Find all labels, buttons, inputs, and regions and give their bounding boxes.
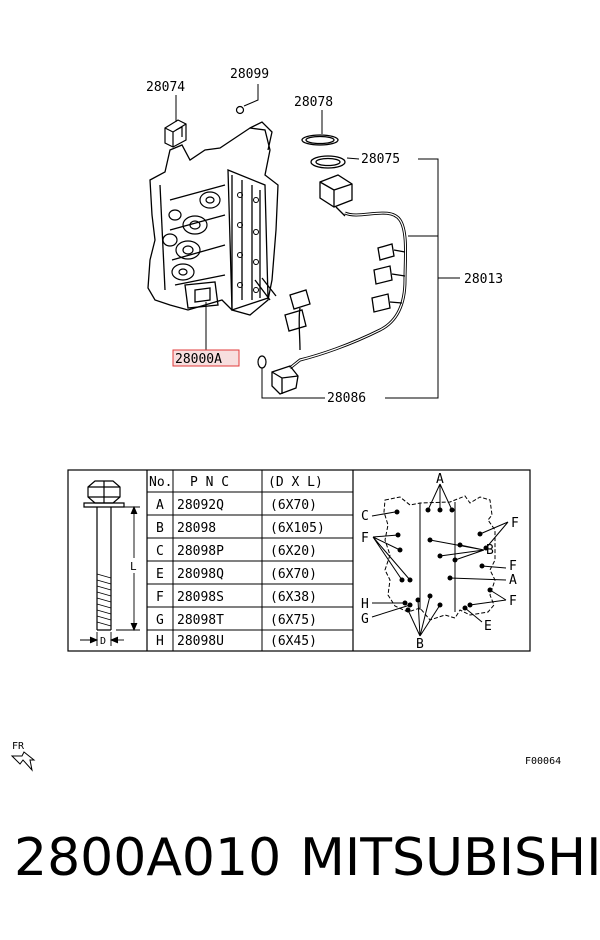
map-label-h: H	[361, 597, 369, 612]
table-header-no: No.	[149, 475, 172, 490]
o-ring-28075-illustration	[310, 155, 346, 169]
map-label-c: C	[361, 509, 369, 524]
callout-28000A: 28000A	[175, 352, 222, 367]
map-label-f-right-2: F	[509, 559, 517, 574]
fr-arrow-icon	[10, 751, 36, 772]
map-label-b-right: B	[486, 543, 494, 558]
table-cell-dxl: (6X105)	[270, 521, 325, 536]
wiring-harness-28013-illustration	[271, 174, 408, 395]
map-label-g: G	[361, 612, 369, 627]
table-cell-no: H	[156, 634, 164, 649]
table-cell-no: A	[156, 498, 164, 513]
table-cell-pnc: 28098	[177, 521, 216, 536]
bolt-dimension-drawing	[80, 480, 140, 646]
table-cell-no: G	[156, 613, 164, 628]
callout-28074: 28074	[146, 80, 185, 95]
table-cell-dxl: (6X45)	[270, 634, 317, 649]
table-cell-no: F	[156, 590, 164, 605]
bolt-location-dots	[394, 507, 493, 613]
map-label-f-right-3: F	[509, 594, 517, 609]
callout-28000A-highlight	[172, 349, 240, 367]
footer-brand: MITSUBISHI	[300, 828, 600, 888]
map-label-b-bottom: B	[416, 637, 424, 652]
dimension-length-label: L	[130, 560, 137, 573]
table-cell-dxl: (6X38)	[270, 590, 317, 605]
table-cell-pnc: 28098U	[177, 634, 224, 649]
callout-28099: 28099	[230, 67, 269, 82]
callout-28075: 28075	[361, 152, 400, 167]
map-label-a-right: A	[509, 573, 517, 588]
map-label-f-left: F	[361, 531, 369, 546]
table-cell-no: B	[156, 521, 164, 536]
callout-28086: 28086	[327, 391, 366, 406]
table-cell-pnc: 28098T	[177, 613, 224, 628]
table-cell-pnc: 28098S	[177, 590, 224, 605]
snap-ring-28078-illustration	[301, 134, 339, 146]
table-cell-no: E	[156, 567, 164, 582]
fr-label: FR	[12, 741, 25, 752]
table-cell-no: C	[156, 544, 164, 559]
map-label-a-top: A	[436, 472, 444, 487]
table-cell-dxl: (6X20)	[270, 544, 317, 559]
o-ring-28086-illustration	[257, 355, 267, 369]
bolt-table: No. P N C (D X L) A 28092Q (6X70) B 2809…	[67, 469, 531, 652]
dimension-diameter-label: D	[100, 636, 106, 647]
table-cell-pnc: 28092Q	[177, 498, 224, 513]
clip-28074-illustration	[164, 119, 187, 148]
footer-part-number: 2800A010	[14, 828, 282, 888]
o-ring-28099-illustration	[235, 105, 245, 115]
table-cell-pnc: 28098P	[177, 544, 224, 559]
leader-lines	[175, 84, 460, 399]
table-cell-dxl: (6X75)	[270, 613, 317, 628]
table-cell-dxl: (6X70)	[270, 498, 317, 513]
bolt-location-letters: A C F H G F B F A F E B	[361, 472, 519, 652]
valve-body-assembly-illustration	[147, 121, 279, 316]
bolt-location-map	[371, 483, 509, 637]
table-header-dxl: (D X L)	[268, 475, 323, 490]
table-header-pnc: P N C	[190, 475, 229, 490]
table-cell-pnc: 28098Q	[177, 567, 224, 582]
callout-28013: 28013	[464, 272, 503, 287]
front-orientation-indicator: FR	[10, 741, 36, 772]
table-cell-dxl: (6X70)	[270, 567, 317, 582]
callout-28078: 28078	[294, 95, 333, 110]
figure-code: F00064	[525, 756, 561, 767]
map-label-f-right-1: F	[511, 516, 519, 531]
callout-labels: 28074 28099 28078 28075 28013 28086	[146, 67, 503, 406]
map-label-e: E	[484, 619, 492, 634]
